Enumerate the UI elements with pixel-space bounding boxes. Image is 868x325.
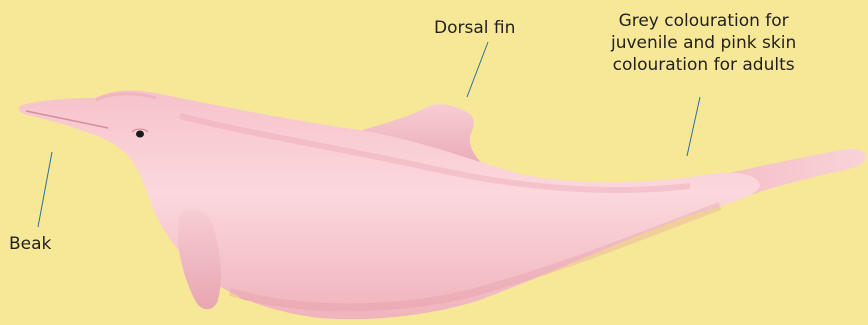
colouration-label-line-3: colouration for adults <box>611 54 796 76</box>
colouration-leader-line <box>687 97 700 156</box>
eye <box>136 131 144 138</box>
colouration-label-line-2: juvenile and pink skin <box>611 32 796 54</box>
dorsal-fin-label: Dorsal fin <box>434 17 515 39</box>
colouration-label-line-1: Grey colouration for <box>611 10 796 32</box>
colouration-label: Grey colouration for juvenile and pink s… <box>611 10 796 76</box>
dorsal-fin-leader-line <box>467 42 488 97</box>
beak-label: Beak <box>9 233 51 255</box>
beak-leader-line <box>38 152 52 227</box>
